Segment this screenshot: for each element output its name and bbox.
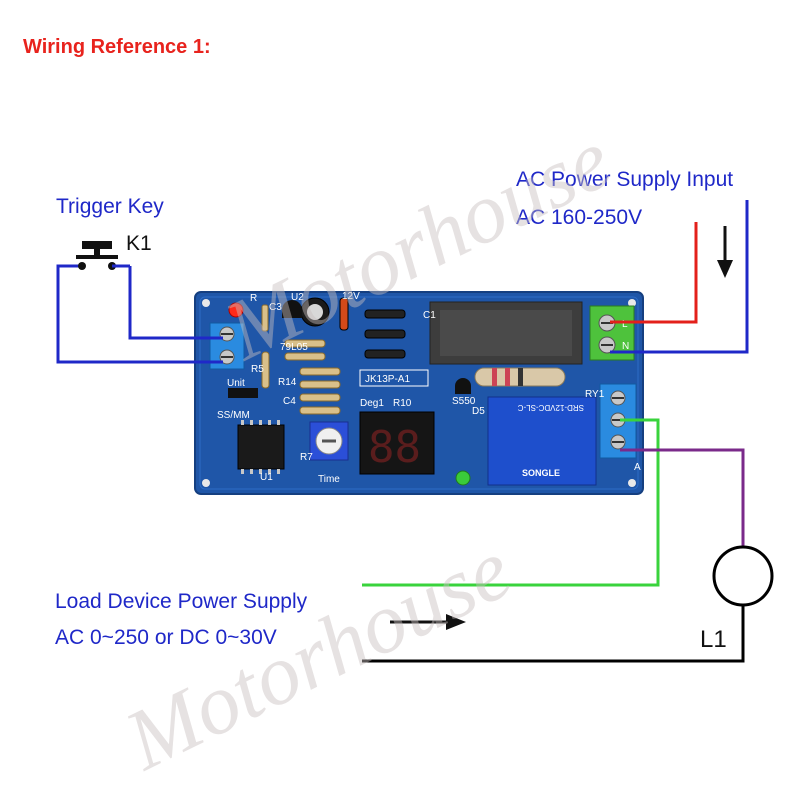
mode-label: SS/MM <box>217 410 250 421</box>
time-potentiometer: Time <box>309 421 349 485</box>
relay-brand-text: SONGLE <box>522 468 560 478</box>
ac-input-range-label: AC 160-250V <box>516 206 643 229</box>
push-button-icon <box>76 241 130 270</box>
svg-text:R: R <box>250 293 257 304</box>
svg-text:R14: R14 <box>278 377 297 388</box>
arrow-right-icon <box>390 614 466 630</box>
load-return-wire <box>362 604 745 663</box>
diagram-title: Wiring Reference 1: <box>23 36 211 58</box>
svg-text:C1: C1 <box>423 310 436 321</box>
ac-live-wire <box>610 222 698 324</box>
load-supply-label: Load Device Power Supply <box>55 590 308 613</box>
svg-text:R5: R5 <box>251 364 264 375</box>
wiring-diagram: JK13P-A1 Unit SS/MM Time 88 <box>56 200 774 663</box>
svg-text:U2: U2 <box>291 292 304 303</box>
display-digits: 88 <box>368 422 421 473</box>
svg-text:Deg1: Deg1 <box>360 398 384 409</box>
svg-text:N: N <box>622 341 629 352</box>
svg-text:C4: C4 <box>283 396 296 407</box>
unit-label: Unit <box>227 378 245 389</box>
load-supply-range-label: AC 0~250 or DC 0~30V <box>55 626 277 649</box>
svg-text:R10: R10 <box>393 398 412 409</box>
svg-text:L: L <box>622 319 628 330</box>
relay-timer-board: JK13P-A1 Unit SS/MM Time 88 <box>194 291 644 495</box>
svg-text:12V: 12V <box>342 291 360 302</box>
ac-neutral-wire <box>610 200 749 354</box>
l1-label: L1 <box>700 626 727 653</box>
trigger-key-label: Trigger Key <box>56 195 164 218</box>
seven-segment-display: 88 <box>359 411 435 475</box>
svg-text:A: A <box>634 462 641 473</box>
svg-text:R7: R7 <box>300 452 313 463</box>
trigger-wire-1 <box>56 264 223 364</box>
power-led-icon <box>228 302 244 318</box>
relay-module: SRD-12VDC-SL-C SONGLE <box>487 396 597 486</box>
load-output-wire <box>620 448 745 548</box>
status-led-icon <box>455 470 471 486</box>
relay-model-text: SRD-12VDC-SL-C <box>518 403 584 412</box>
trigger-wire-2 <box>128 266 223 340</box>
svg-text:C3: C3 <box>269 302 282 313</box>
load-supply-wire <box>362 418 660 587</box>
svg-text:79L05: 79L05 <box>280 342 308 353</box>
svg-text:S550: S550 <box>452 396 476 407</box>
svg-text:U1: U1 <box>260 472 273 483</box>
relay-output-terminal-block: A <box>599 383 641 473</box>
lamp-icon <box>712 545 774 607</box>
k1-label: K1 <box>126 232 152 255</box>
svg-text:RY1: RY1 <box>585 389 605 400</box>
ac-input-label: AC Power Supply Input <box>516 168 734 191</box>
arrow-down-icon <box>717 226 733 278</box>
time-label: Time <box>318 474 340 485</box>
board-model-label: JK13P-A1 <box>365 374 410 385</box>
svg-text:D5: D5 <box>472 406 485 417</box>
